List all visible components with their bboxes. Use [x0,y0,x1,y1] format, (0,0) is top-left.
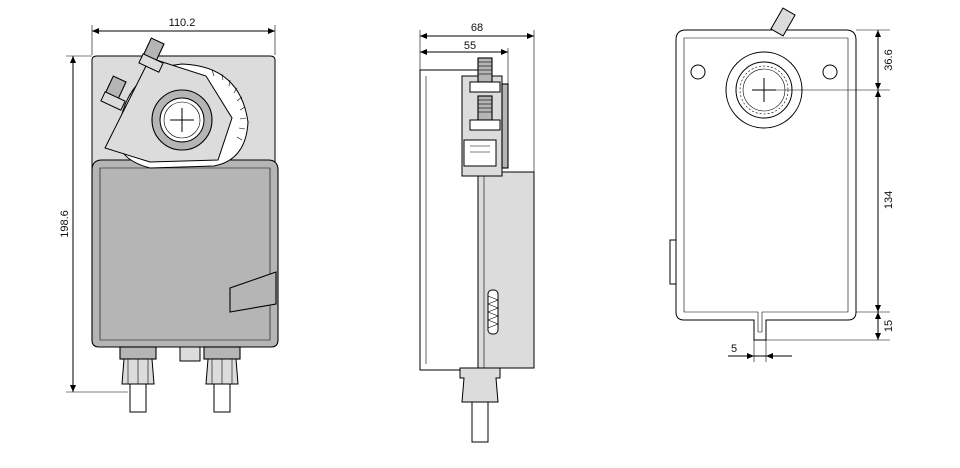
front-height-dimension: 198.6 [59,55,128,393]
side-view: 68 55 [419,22,535,443]
side-shaft-label: 55 [464,40,476,52]
side-shaft-dimension: 55 [420,40,509,84]
back-top-label: 36.6 [883,49,895,70]
back-vertical-dimensions: 36.6 134 15 [766,29,895,341]
back-slot-dimension: 5 [728,340,792,362]
cable-glands [119,346,241,413]
front-view: 110.2 198.6 [59,17,279,413]
side-depth-label: 68 [471,22,483,34]
clamp-bolts [100,37,165,111]
front-height-label: 198.6 [59,210,71,238]
front-width-label: 110.2 [169,17,196,29]
back-bottom-label: 15 [883,320,895,332]
back-middle-label: 134 [883,191,895,209]
side-depth-dimension: 68 [419,22,535,172]
back-slot-label: 5 [731,343,737,355]
front-width-dimension: 110.2 [91,17,276,55]
back-view: 36.6 134 15 5 [669,7,895,362]
